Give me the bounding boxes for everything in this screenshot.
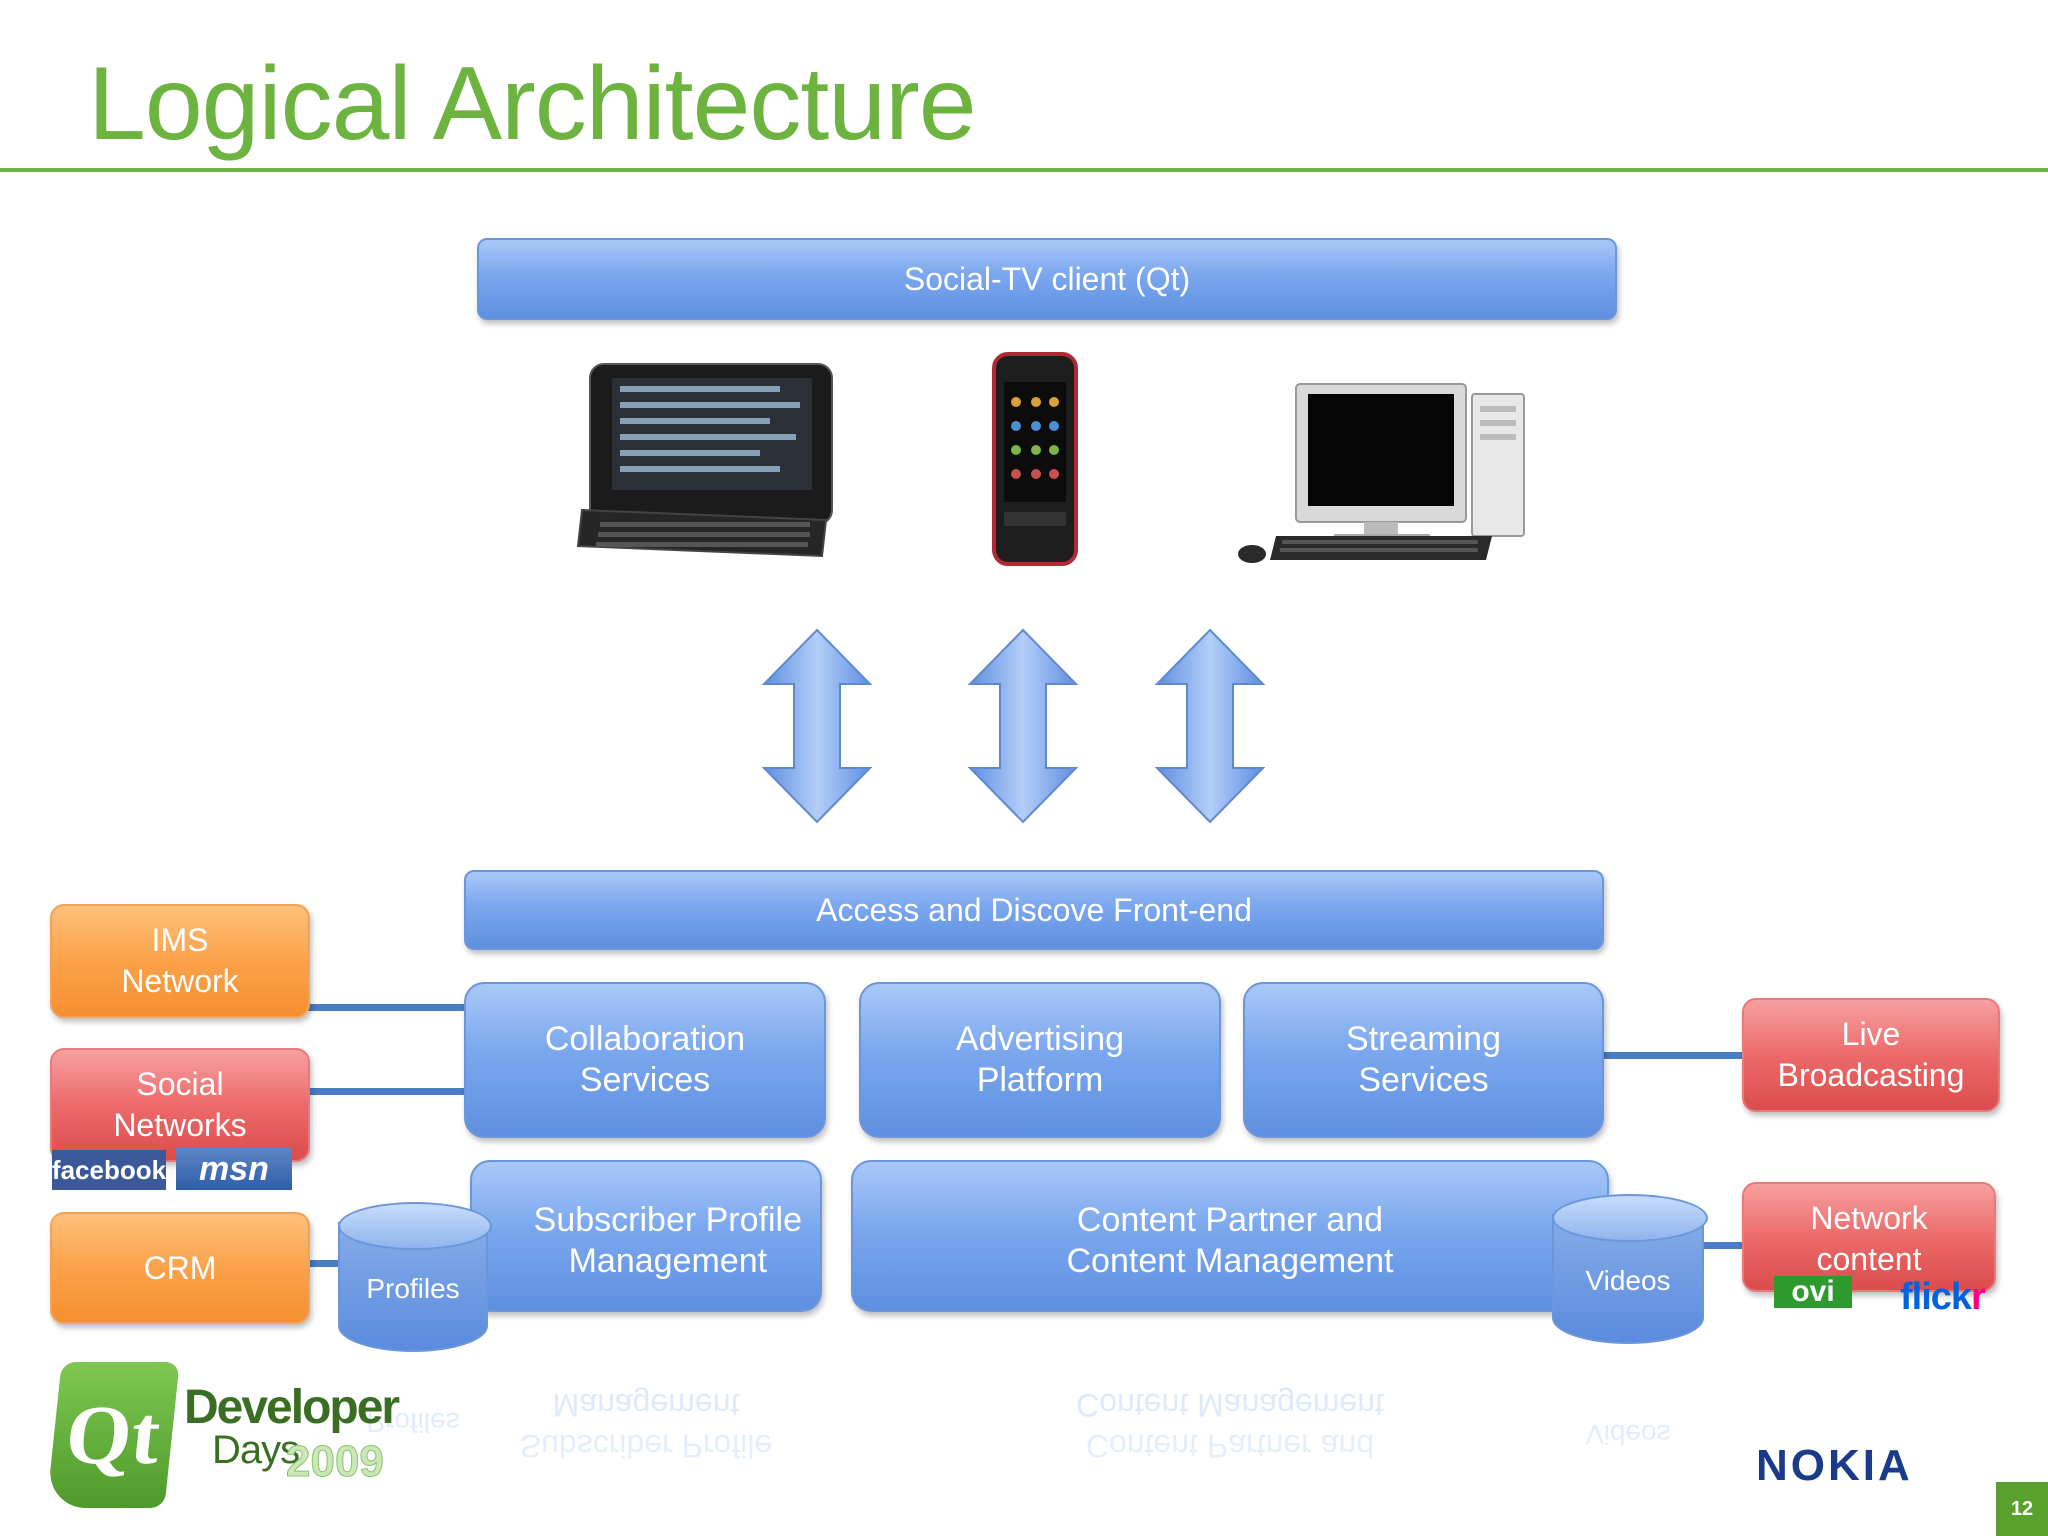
streaming-services-box: Streaming Services: [1243, 982, 1604, 1138]
network-content-box: Network content: [1742, 1182, 1996, 1292]
crm-box: CRM: [50, 1212, 310, 1324]
profiles-datastore-top: [338, 1202, 492, 1250]
content-partner-management-box: Content Partner and Content Management: [851, 1160, 1609, 1312]
ims-network-box: IMS Network: [50, 904, 310, 1018]
developer-days-days: Days: [212, 1428, 300, 1472]
ovi-logo: ovi: [1774, 1275, 1852, 1308]
page-number: 12: [1996, 1482, 2048, 1536]
flickr-logo: flickr: [1900, 1276, 1986, 1319]
flickr-logo-part: r: [1971, 1276, 1986, 1318]
social-networks-box: Social Networks: [50, 1048, 310, 1162]
double-arrow-icon: [761, 628, 873, 824]
crm-connector: [306, 1260, 340, 1267]
developer-days-text: Developer: [184, 1381, 400, 1434]
facebook-logo: facebook: [52, 1150, 166, 1190]
advertising-platform-box: Advertising Platform: [859, 982, 1221, 1138]
slide-title: Logical Architecture: [88, 46, 977, 162]
nokia-logo: NOKIA: [1756, 1441, 1913, 1490]
ims-connector: [306, 1004, 466, 1011]
live-broadcasting-box: Live Broadcasting: [1742, 998, 2000, 1112]
flickr-logo-part: flick: [1900, 1276, 1972, 1318]
double-arrow-icon: [967, 628, 1079, 824]
videos-datastore-top: [1552, 1194, 1708, 1242]
live-connector: [1600, 1052, 1742, 1059]
reflection-fade: [0, 1370, 2048, 1536]
double-arrow-icon: [1154, 628, 1266, 824]
qt-logo: Qt: [46, 1362, 180, 1508]
mobile-tablet-icon: [576, 363, 833, 558]
msn-logo: msn: [176, 1148, 292, 1190]
title-divider: [0, 168, 2048, 172]
desktop-pc-icon: [1238, 383, 1525, 563]
social-tv-client-box: Social-TV client (Qt): [477, 238, 1617, 320]
collaboration-services-box: Collaboration Services: [464, 982, 826, 1138]
developer-days-year: 2009: [286, 1437, 385, 1486]
touch-phone-icon: [992, 352, 1078, 566]
access-discover-frontend-box: Access and Discove Front-end: [464, 870, 1604, 950]
social-connector: [306, 1088, 466, 1095]
subscriber-profile-management-box: Subscriber Profile Management: [470, 1160, 822, 1312]
network-content-connector: [1704, 1242, 1744, 1249]
